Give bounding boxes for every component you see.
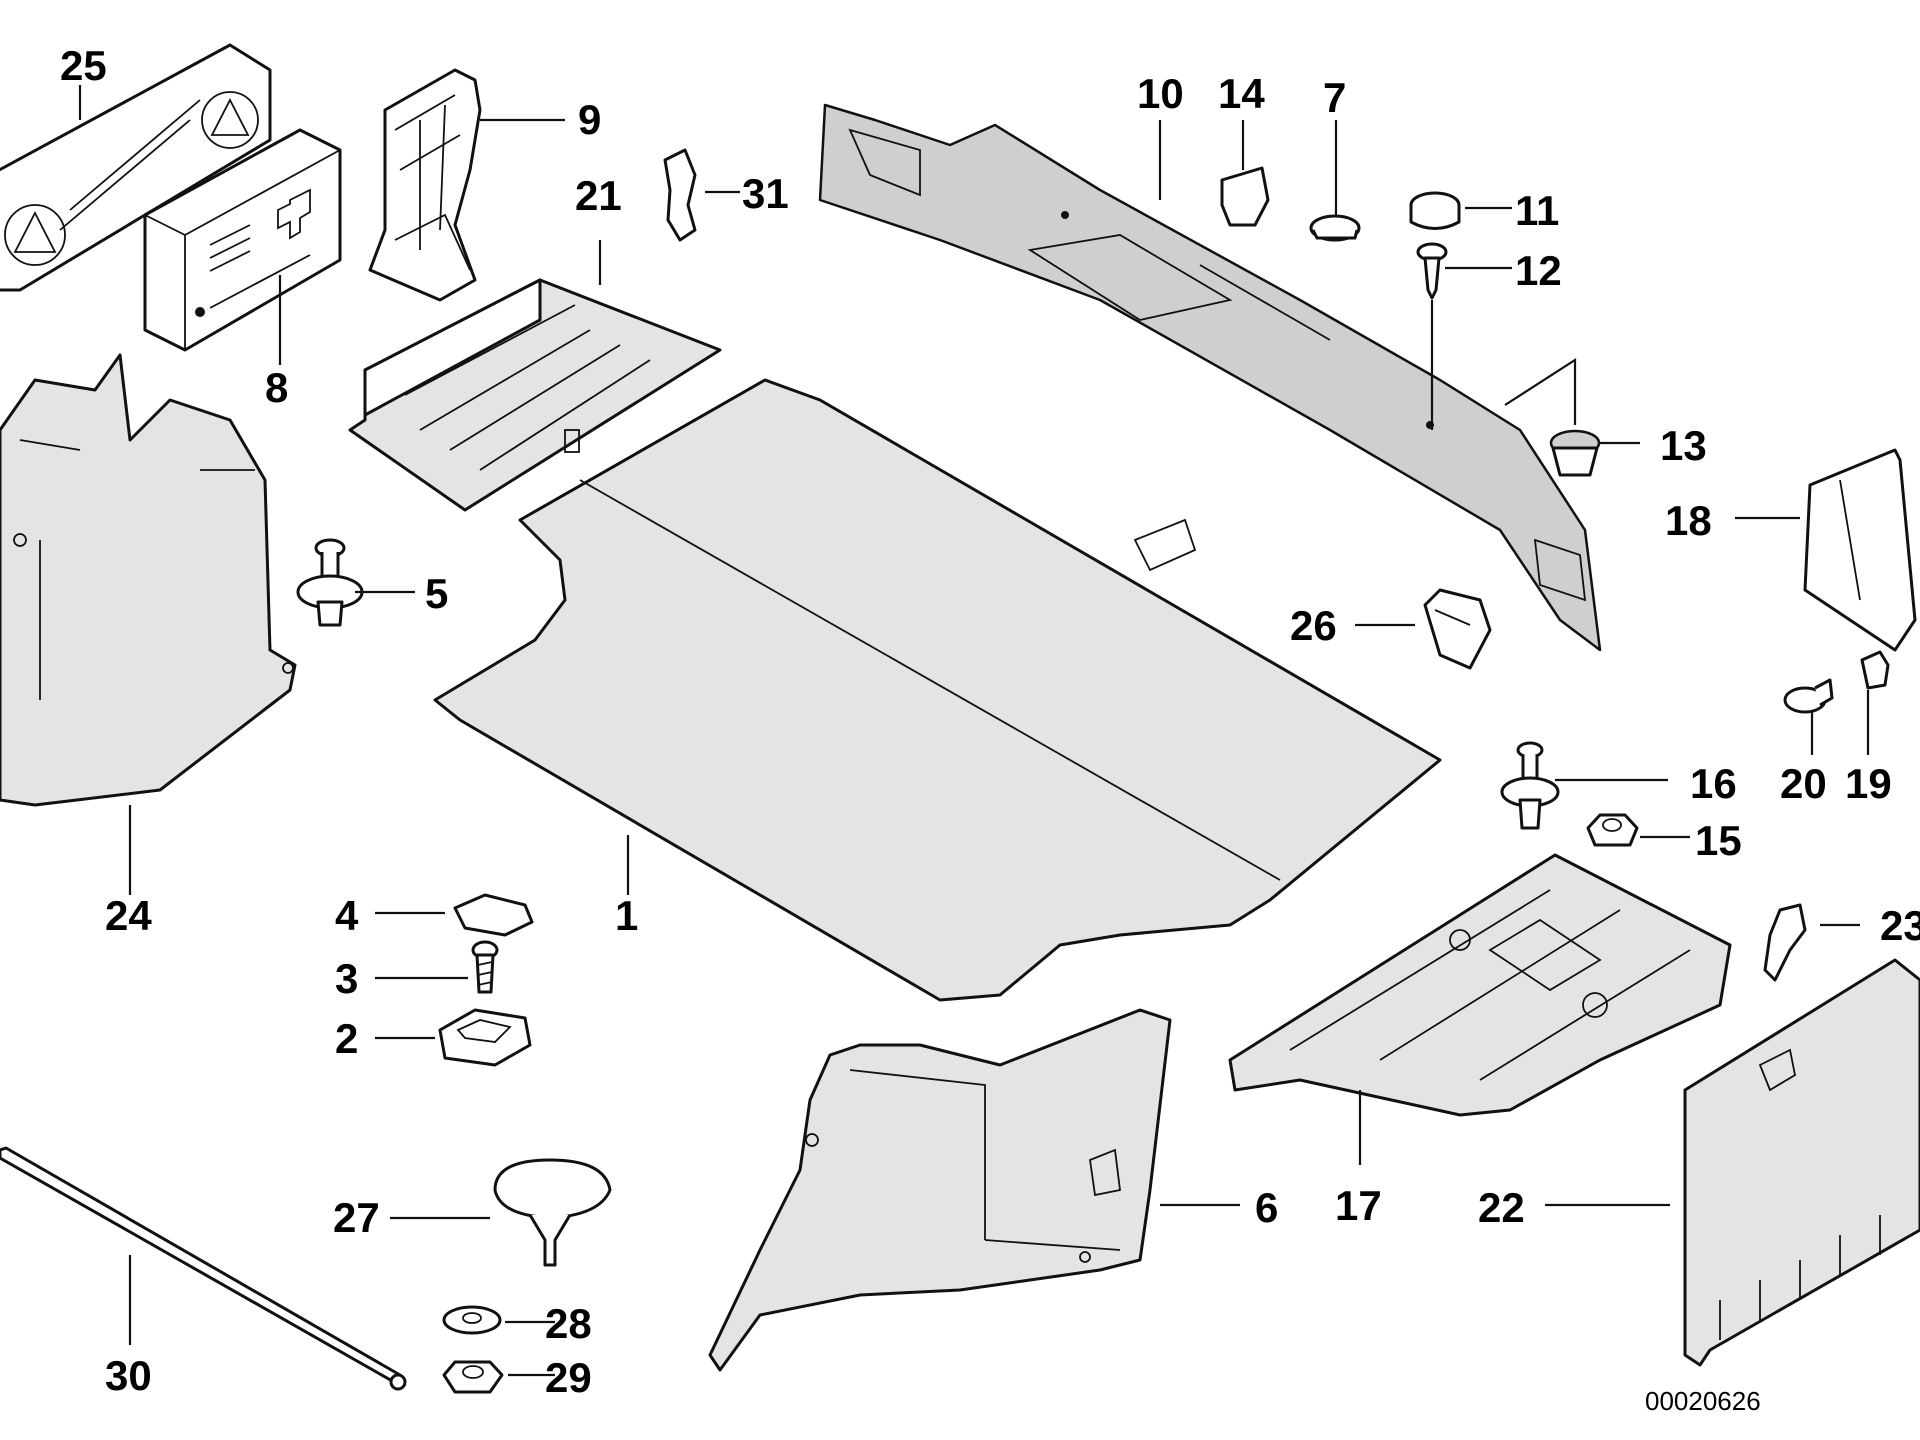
callout-8: 8 <box>265 364 288 411</box>
part-1-floor-panel[interactable] <box>433 378 1442 1002</box>
callout-31: 31 <box>742 170 789 217</box>
callout-7: 7 <box>1323 74 1346 121</box>
callout-1: 1 <box>615 892 638 939</box>
callout-4: 4 <box>335 892 359 939</box>
callout-2: 2 <box>335 1015 358 1062</box>
callout-17: 17 <box>1335 1182 1382 1229</box>
callout-18: 18 <box>1665 497 1712 544</box>
callout-labels: 25 8 9 21 31 10 14 7 11 12 13 18 26 20 1… <box>60 42 1920 1401</box>
part-10-rear-trim-panel[interactable] <box>818 103 1602 652</box>
callout-11: 11 <box>1515 187 1559 234</box>
part-23-clip[interactable] <box>1763 903 1807 982</box>
part-8-first-aid-kit[interactable] <box>143 128 342 352</box>
part-19-clip[interactable] <box>1860 650 1890 690</box>
part-17-tool-tray[interactable] <box>1228 853 1732 1117</box>
part-21-cover[interactable] <box>348 278 722 512</box>
callout-6: 6 <box>1255 1184 1278 1231</box>
part-15-nut[interactable] <box>1586 813 1639 847</box>
callout-30: 30 <box>105 1352 152 1399</box>
part-18-corner-trim[interactable] <box>1803 448 1917 652</box>
callout-25: 25 <box>60 42 107 89</box>
diagram-code: 00020626 <box>1645 1386 1761 1416</box>
part-3-bolt[interactable] <box>471 940 499 994</box>
part-7-plug[interactable] <box>1309 214 1361 242</box>
leader-lines <box>78 85 1870 1377</box>
callout-14: 14 <box>1218 70 1265 117</box>
part-28-washer[interactable] <box>442 1305 502 1335</box>
part-11-cap[interactable] <box>1409 191 1461 230</box>
part-16-push-rivet[interactable] <box>1500 741 1560 830</box>
part-9-bracket[interactable] <box>368 68 482 302</box>
callout-24: 24 <box>105 892 152 939</box>
part-24-left-side-trim[interactable] <box>0 353 297 807</box>
callout-23: 23 <box>1880 902 1920 949</box>
callout-21: 21 <box>575 172 622 219</box>
part-22-right-side-panel[interactable] <box>1683 958 1920 1367</box>
callout-10: 10 <box>1137 70 1184 117</box>
callout-20: 20 <box>1780 760 1827 807</box>
callout-12: 12 <box>1515 247 1562 294</box>
part-27-button-plug[interactable] <box>493 1158 612 1267</box>
part-12-screw[interactable] <box>1416 242 1448 300</box>
part-6-side-trim[interactable] <box>708 1008 1172 1372</box>
part-13-expanding-nut[interactable] <box>1549 429 1601 477</box>
part-20-push-button[interactable] <box>1783 678 1834 714</box>
part-14-clip[interactable] <box>1220 166 1270 227</box>
callout-16: 16 <box>1690 760 1737 807</box>
part-26-cup-holder[interactable] <box>1423 588 1492 670</box>
callout-5: 5 <box>425 570 448 617</box>
part-31-clip[interactable] <box>663 148 697 242</box>
callout-28: 28 <box>545 1300 592 1347</box>
callout-22: 22 <box>1478 1184 1525 1231</box>
callout-27: 27 <box>333 1194 380 1241</box>
part-4-pad[interactable] <box>453 893 534 937</box>
callout-19: 19 <box>1845 760 1892 807</box>
callout-9: 9 <box>578 96 601 143</box>
callout-29: 29 <box>545 1354 592 1401</box>
part-29-nut[interactable] <box>442 1360 504 1394</box>
callout-3: 3 <box>335 955 358 1002</box>
callout-26: 26 <box>1290 602 1337 649</box>
part-5-push-rivet[interactable] <box>296 538 364 627</box>
callout-13: 13 <box>1660 422 1707 469</box>
callout-15: 15 <box>1695 817 1742 864</box>
part-25-warning-triangle-case[interactable] <box>0 43 272 292</box>
part-2-bushing[interactable] <box>438 1008 532 1067</box>
part-30-rod[interactable] <box>0 1146 407 1391</box>
